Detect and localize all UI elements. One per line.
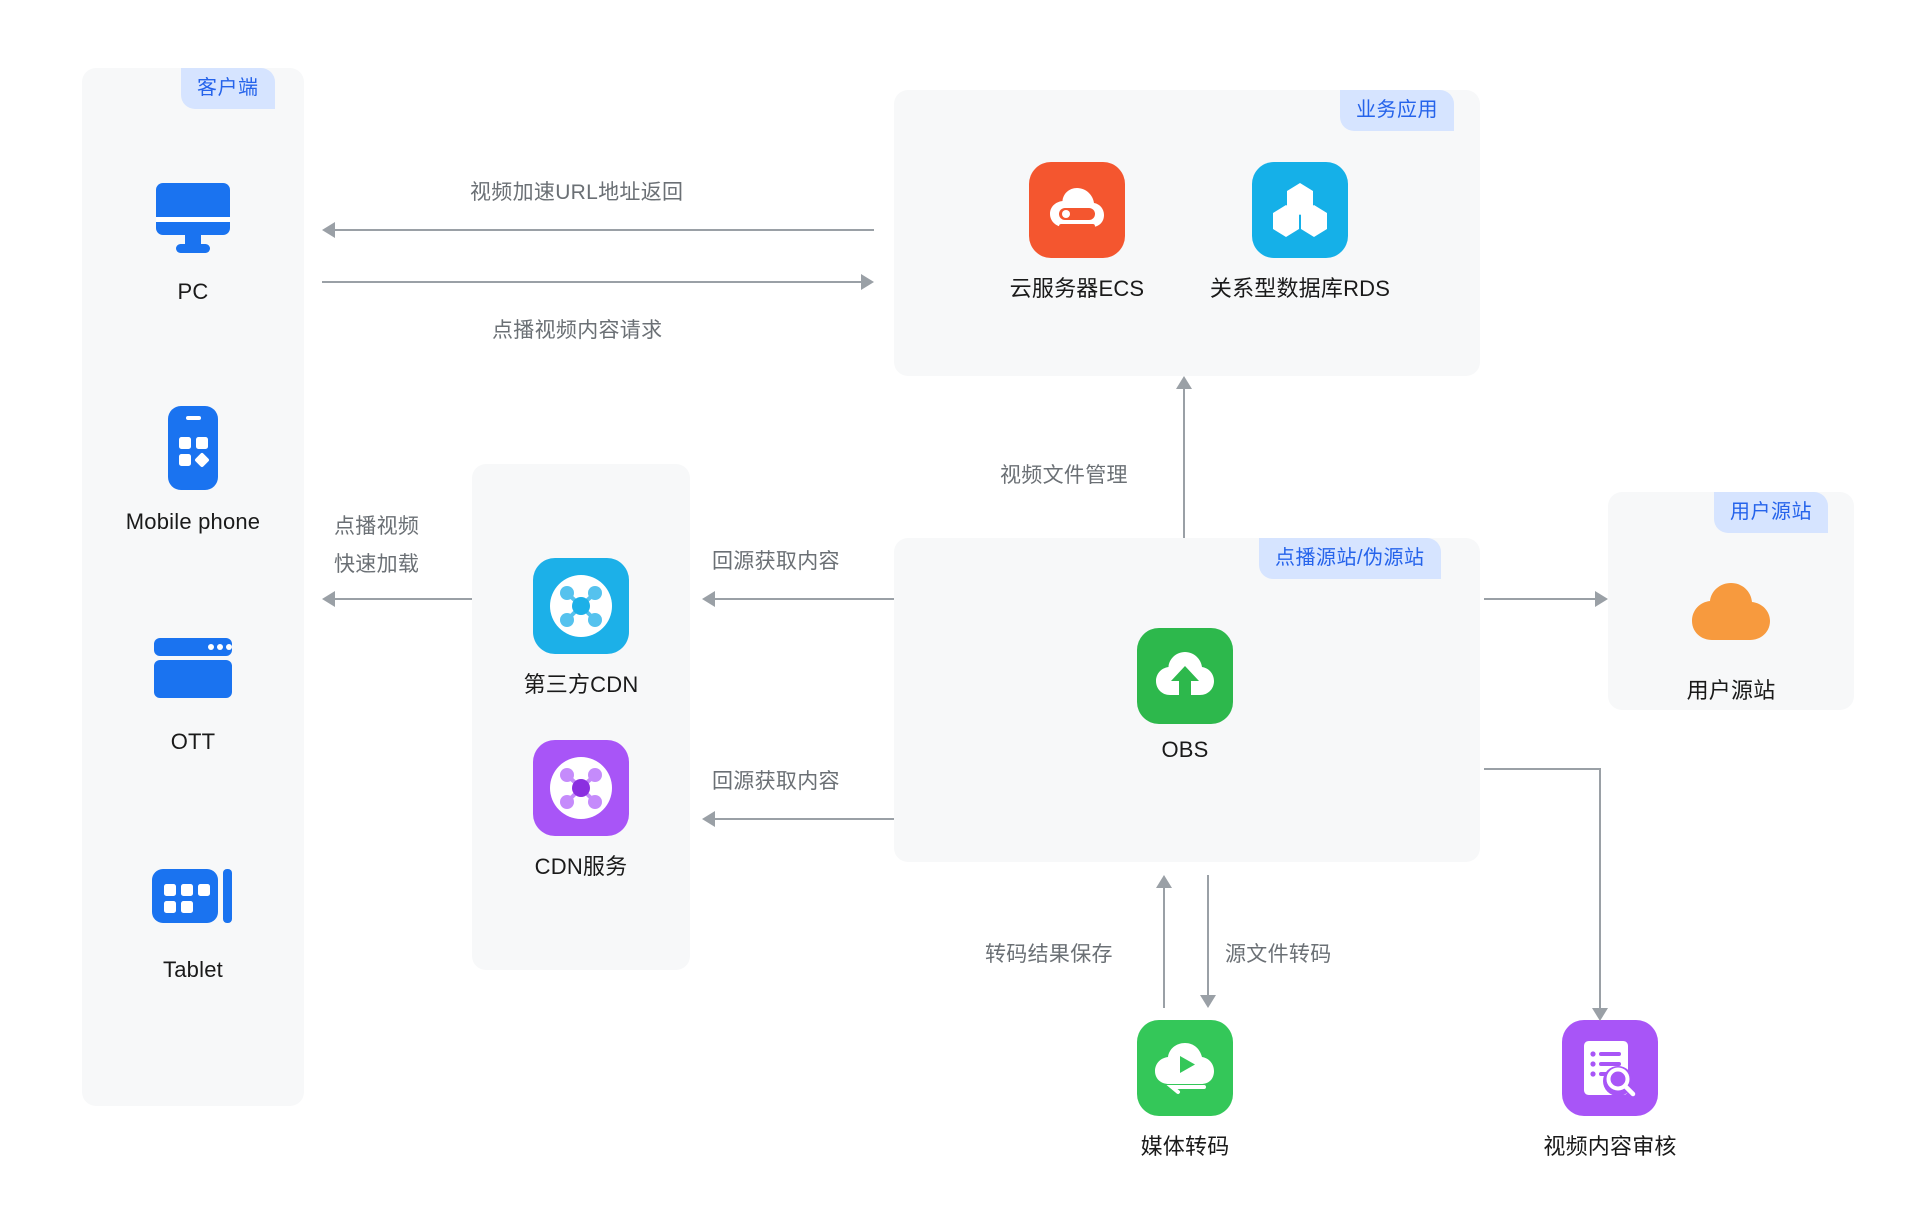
node-mobile-phone-label: Mobile phone <box>125 509 261 534</box>
edge-file-management-label: 视频文件管理 <box>1000 464 1128 487</box>
node-ott[interactable]: OTT <box>123 620 263 755</box>
node-media-transcode-label: 媒体转码 <box>1140 1134 1230 1159</box>
node-tablet-label: Tablet <box>163 957 223 982</box>
node-video-review[interactable]: 视频内容审核 <box>1505 1020 1715 1161</box>
orange-cloud-icon <box>1683 564 1779 660</box>
edge-origin-fetch-top-arrowhead <box>702 591 715 607</box>
node-cdn-service-label: CDN服务 <box>534 854 628 879</box>
browser-window-icon <box>145 620 241 716</box>
edge-origin-fetch-bottom-label: 回源获取内容 <box>712 770 840 793</box>
cloud-upload-icon <box>1137 628 1233 724</box>
business-group-badge: 业务应用 <box>1340 90 1454 131</box>
edge-to-review-horizontal <box>1484 768 1601 770</box>
edge-fast-load-label-line2: 快速加载 <box>334 553 420 576</box>
edge-to-review-vertical <box>1599 768 1601 1008</box>
edge-to-user-origin-arrowhead <box>1595 591 1608 607</box>
cdn-network-icon <box>533 558 629 654</box>
node-media-transcode[interactable]: 媒体转码 <box>1090 1020 1280 1161</box>
cloud-server-icon <box>1029 162 1125 258</box>
edge-url-return-arrowhead <box>322 222 335 238</box>
edge-file-management-line <box>1183 389 1185 538</box>
business-group-panel <box>894 90 1480 376</box>
cdn-network-icon <box>533 740 629 836</box>
edge-transcode-source-arrowhead <box>1200 995 1216 1008</box>
edge-origin-fetch-bottom-line <box>715 818 894 820</box>
document-search-icon <box>1562 1020 1658 1116</box>
node-rds-label: 关系型数据库RDS <box>1209 276 1391 301</box>
edge-transcode-source-label: 源文件转码 <box>1225 943 1332 966</box>
node-user-origin-label: 用户源站 <box>1686 678 1776 703</box>
node-cdn-service[interactable]: CDN服务 <box>486 740 676 881</box>
edge-origin-fetch-bottom-arrowhead <box>702 811 715 827</box>
node-user-origin[interactable]: 用户源站 <box>1636 564 1826 705</box>
tablet-icon <box>145 848 241 944</box>
edge-transcode-save-line <box>1163 888 1165 1008</box>
edge-to-review-arrowhead <box>1592 1008 1608 1021</box>
node-tablet[interactable]: Tablet <box>123 848 263 983</box>
edge-transcode-save-label: 转码结果保存 <box>985 943 1113 966</box>
edge-fast-load-label-line1: 点播视频 <box>334 515 420 538</box>
edge-transcode-source-line <box>1207 875 1209 995</box>
node-obs-label: OBS <box>1161 737 1209 762</box>
node-pc[interactable]: PC <box>123 170 263 305</box>
node-mobile-phone[interactable]: Mobile phone <box>123 400 263 535</box>
node-obs[interactable]: OBS <box>1090 628 1280 763</box>
monitor-icon <box>145 170 241 266</box>
edge-transcode-save-arrowhead <box>1156 875 1172 888</box>
edge-file-management-arrowhead <box>1176 376 1192 389</box>
edge-url-return-line <box>335 229 874 231</box>
user-origin-group-badge: 用户源站 <box>1714 492 1828 533</box>
edge-origin-fetch-top-line <box>715 598 894 600</box>
client-group-badge: 客户端 <box>181 68 275 109</box>
node-third-party-cdn-label: 第三方CDN <box>523 672 639 697</box>
edge-fast-load-arrowhead <box>322 591 335 607</box>
edge-vod-request-arrowhead <box>861 274 874 290</box>
edge-url-return-label: 视频加速URL地址返回 <box>470 181 684 204</box>
cloud-media-transcode-icon <box>1137 1020 1233 1116</box>
origin-station-group-badge: 点播源站/伪源站 <box>1259 538 1441 579</box>
edge-fast-load-line <box>335 598 472 600</box>
node-ecs-label: 云服务器ECS <box>1009 276 1145 301</box>
cdn-group-panel <box>472 464 690 970</box>
node-video-review-label: 视频内容审核 <box>1543 1134 1677 1159</box>
database-hexagons-icon <box>1252 162 1348 258</box>
edge-vod-request-line <box>322 281 861 283</box>
node-ott-label: OTT <box>170 729 216 754</box>
edge-origin-fetch-top-label: 回源获取内容 <box>712 550 840 573</box>
node-ecs[interactable]: 云服务器ECS <box>982 162 1172 303</box>
edge-vod-request-label: 点播视频内容请求 <box>492 319 663 342</box>
node-third-party-cdn[interactable]: 第三方CDN <box>486 558 676 699</box>
node-rds[interactable]: 关系型数据库RDS <box>1195 162 1405 303</box>
edge-to-user-origin-line <box>1484 598 1595 600</box>
mobile-phone-icon <box>145 400 241 496</box>
node-pc-label: PC <box>177 279 209 304</box>
